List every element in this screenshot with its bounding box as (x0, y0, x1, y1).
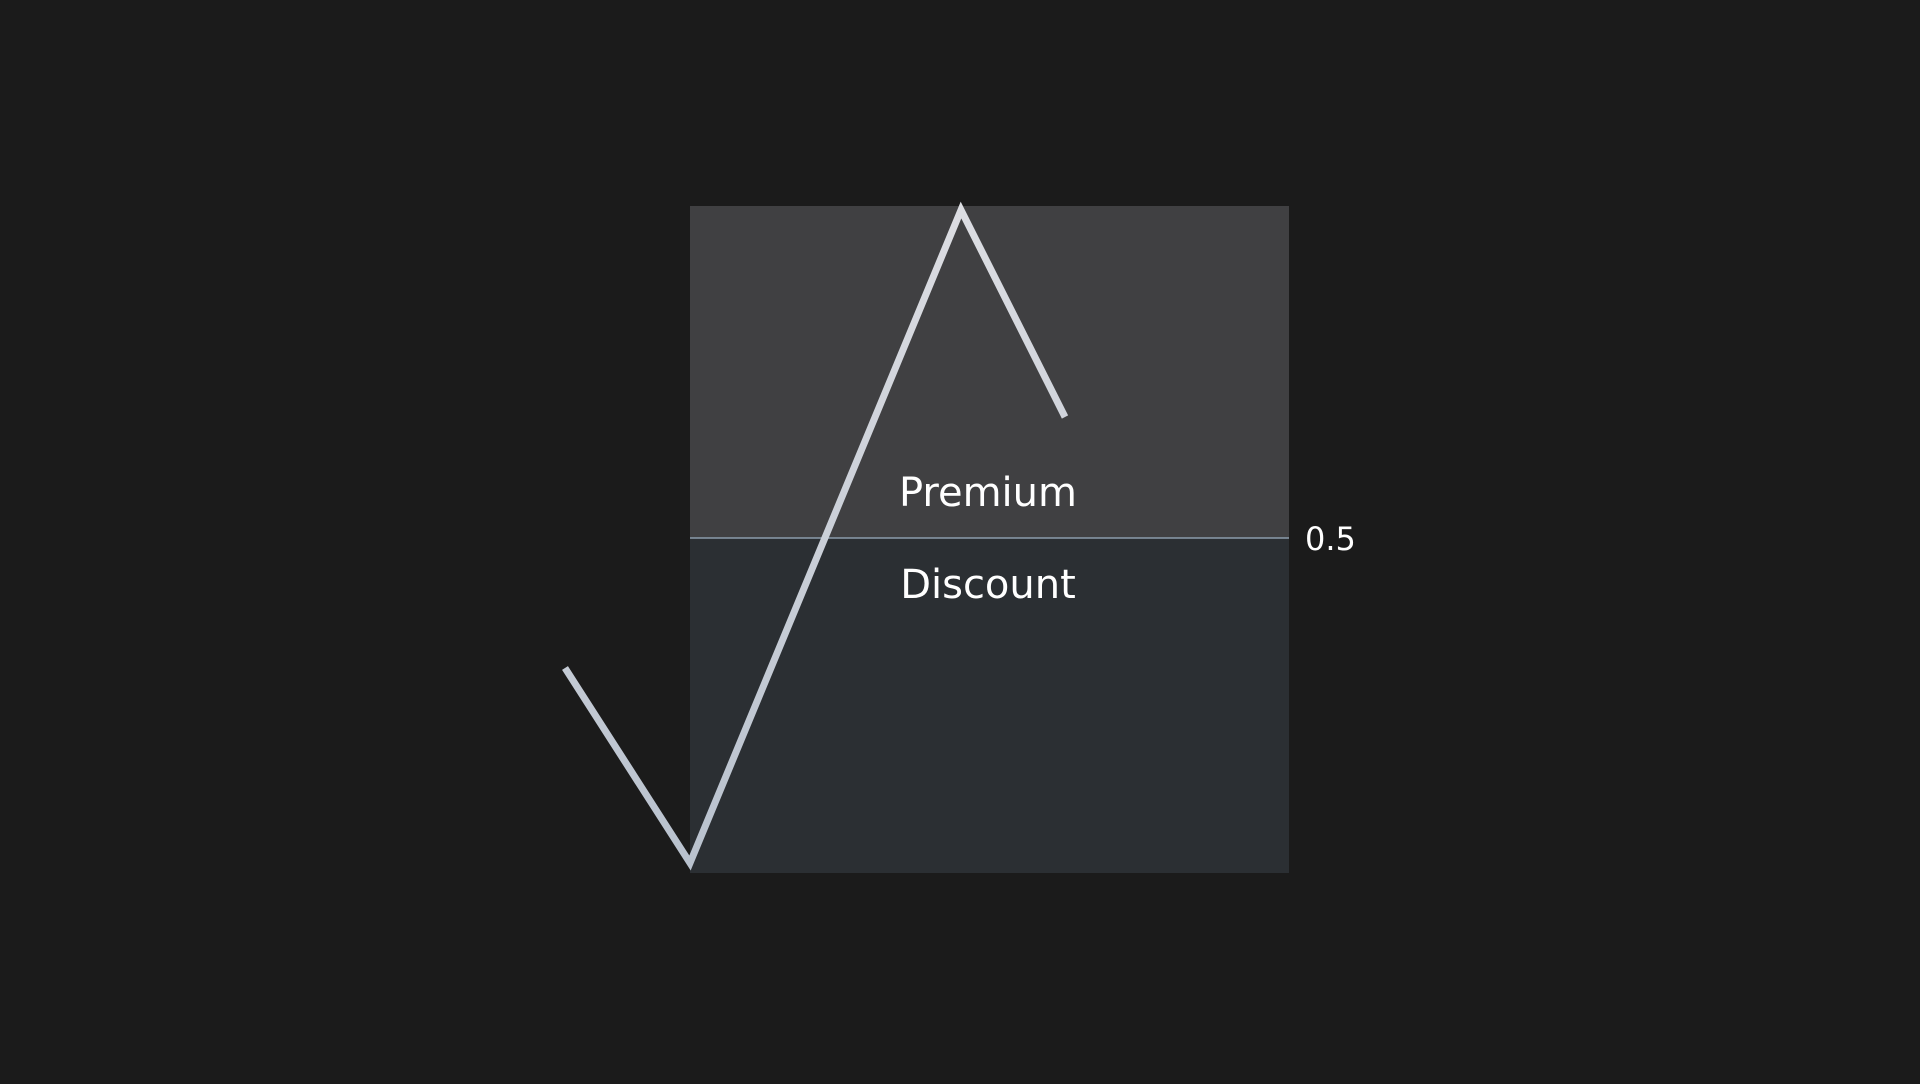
midline-value-label: 0.5 (1305, 520, 1356, 558)
premium-label: Premium (899, 470, 1077, 516)
price-path (562, 201, 1069, 871)
discount-zone (690, 538, 1289, 873)
discount-label: Discount (900, 562, 1076, 608)
